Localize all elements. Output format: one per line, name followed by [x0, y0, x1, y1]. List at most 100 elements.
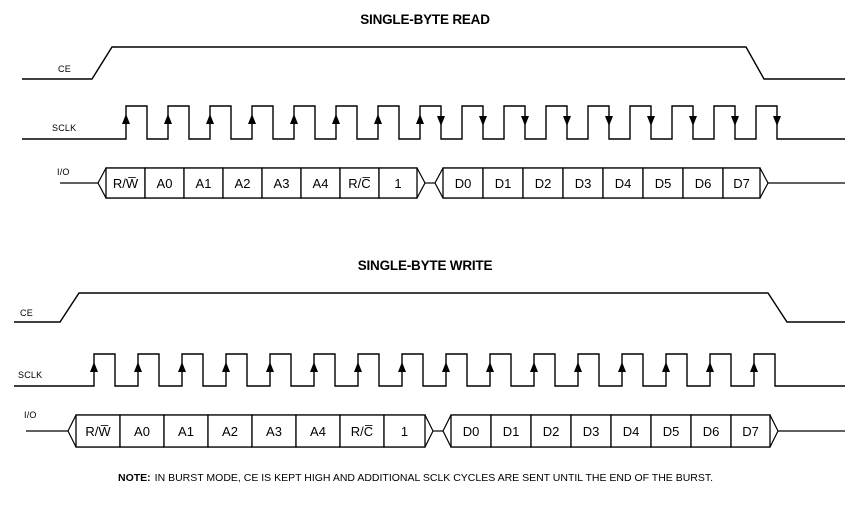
- io-cell-label: A2: [235, 176, 251, 191]
- io-cell-label: R/W̅: [113, 176, 139, 191]
- rising-edge-arrow: [266, 362, 274, 372]
- footnote-separator: :: [147, 472, 151, 484]
- rising-edge-arrow: [750, 362, 758, 372]
- read-io-command-cells: R/W̅ A0 A1 A2: [105, 167, 418, 199]
- rising-edge-arrow: [662, 362, 670, 372]
- rising-edge-arrow: [354, 362, 362, 372]
- rising-edge-arrow: [222, 362, 230, 372]
- write-io-command-cells: R/W̅ A0 A1 A2: [75, 414, 426, 448]
- write-sclk-waveform: [14, 353, 845, 387]
- rising-edge-arrow: [290, 114, 298, 124]
- rising-edge-arrow: [134, 362, 142, 372]
- read-sclk-label: SCLK: [52, 123, 76, 133]
- io-cell: D6: [690, 414, 732, 448]
- io-cell-label: D5: [655, 176, 672, 191]
- read-ce-waveform: [22, 46, 845, 80]
- io-cell-label: D4: [623, 424, 640, 439]
- io-cell: D1: [490, 414, 532, 448]
- falling-edge-arrow: [437, 116, 445, 126]
- rising-edge-arrow: [398, 362, 406, 372]
- io-cell-label: D0: [463, 424, 480, 439]
- io-cell: D2: [530, 414, 572, 448]
- io-cell: D0: [450, 414, 492, 448]
- falling-edge-arrow: [563, 116, 571, 126]
- io-cell-label: D3: [583, 424, 600, 439]
- io-cell-label: D7: [733, 176, 750, 191]
- read-io-row: I/O R/W̅ A0: [57, 167, 845, 199]
- io-cell: D6: [682, 167, 724, 199]
- rising-edge-arrow: [706, 362, 714, 372]
- rising-edge-arrow: [248, 114, 256, 124]
- io-cell: A2: [207, 414, 253, 448]
- rising-edge-arrow: [332, 114, 340, 124]
- io-cell: R/C̅: [339, 414, 385, 448]
- io-cell: D5: [642, 167, 684, 199]
- io-cell: A0: [119, 414, 165, 448]
- rising-edge-arrow: [574, 362, 582, 372]
- read-io-label: I/O: [57, 167, 70, 177]
- io-cell-label: D4: [615, 176, 632, 191]
- rising-edge-arrow: [416, 114, 424, 124]
- io-cell: D4: [610, 414, 652, 448]
- write-ce-row: CE: [14, 292, 845, 323]
- falling-edge-arrow: [731, 116, 739, 126]
- io-cell-label: D1: [503, 424, 520, 439]
- io-cell: D5: [650, 414, 692, 448]
- io-cell-label: D2: [535, 176, 552, 191]
- write-sclk-rising-edge-markers: [90, 362, 758, 372]
- io-cell: A3: [251, 414, 297, 448]
- rising-edge-arrow: [530, 362, 538, 372]
- io-cell-label: D2: [543, 424, 560, 439]
- rising-edge-arrow: [206, 114, 214, 124]
- read-sclk-rising-edge-markers: [122, 114, 424, 124]
- io-cell-label: D0: [455, 176, 472, 191]
- io-cell-label: A1: [178, 424, 194, 439]
- io-cell-label: R/C̅: [351, 424, 373, 439]
- io-cell-label: D6: [703, 424, 720, 439]
- falling-edge-arrow: [689, 116, 697, 126]
- read-sclk-row: SCLK: [22, 105, 845, 140]
- write-ce-label: CE: [20, 308, 33, 318]
- io-cell: D1: [482, 167, 524, 199]
- rising-edge-arrow: [374, 114, 382, 124]
- io-cell: A4: [300, 167, 341, 199]
- diagram-single-byte-write: SINGLE-BYTE WRITE CE SCLK: [14, 258, 845, 448]
- footnote-line: NOTE:IN BURST MODE, CE IS KEPT HIGH AND …: [118, 472, 713, 484]
- io-cell-label: A3: [274, 176, 290, 191]
- write-io-data-cells: D0 D1 D2 D3: [450, 414, 771, 448]
- io-cell-label: D5: [663, 424, 680, 439]
- write-io-row: I/O R/W̅ A0 A1: [24, 410, 845, 448]
- io-cell-label: 1: [401, 424, 408, 439]
- io-cell: R/C̅: [339, 167, 380, 199]
- read-sclk-falling-edge-markers: [437, 116, 781, 126]
- write-io-label: I/O: [24, 410, 37, 420]
- io-cell-label: D1: [495, 176, 512, 191]
- rising-edge-arrow: [618, 362, 626, 372]
- io-cell-label: A0: [157, 176, 173, 191]
- io-cell-label: R/W̅: [85, 424, 111, 439]
- rising-edge-arrow: [90, 362, 98, 372]
- diagram-single-byte-read: SINGLE-BYTE READ CE SCLK: [22, 12, 845, 199]
- io-cell-label: R/C̅: [348, 176, 370, 191]
- write-sclk-row: SCLK: [14, 353, 845, 387]
- io-cell-label: D7: [742, 424, 759, 439]
- io-cell: A0: [144, 167, 185, 199]
- io-cell: 1: [383, 414, 426, 448]
- io-cell: A2: [222, 167, 263, 199]
- io-cell: D0: [442, 167, 484, 199]
- write-sclk-label: SCLK: [18, 370, 42, 380]
- io-cell-label: D3: [575, 176, 592, 191]
- rising-edge-arrow: [178, 362, 186, 372]
- io-cell: A4: [295, 414, 341, 448]
- rising-edge-arrow: [164, 114, 172, 124]
- io-cell-label: A2: [222, 424, 238, 439]
- io-cell-label: A0: [134, 424, 150, 439]
- rising-edge-arrow: [122, 114, 130, 124]
- io-cell: D3: [570, 414, 612, 448]
- falling-edge-arrow: [773, 116, 781, 126]
- io-cell: D7: [730, 414, 771, 448]
- read-sclk-waveform: [22, 105, 845, 140]
- rising-edge-arrow: [442, 362, 450, 372]
